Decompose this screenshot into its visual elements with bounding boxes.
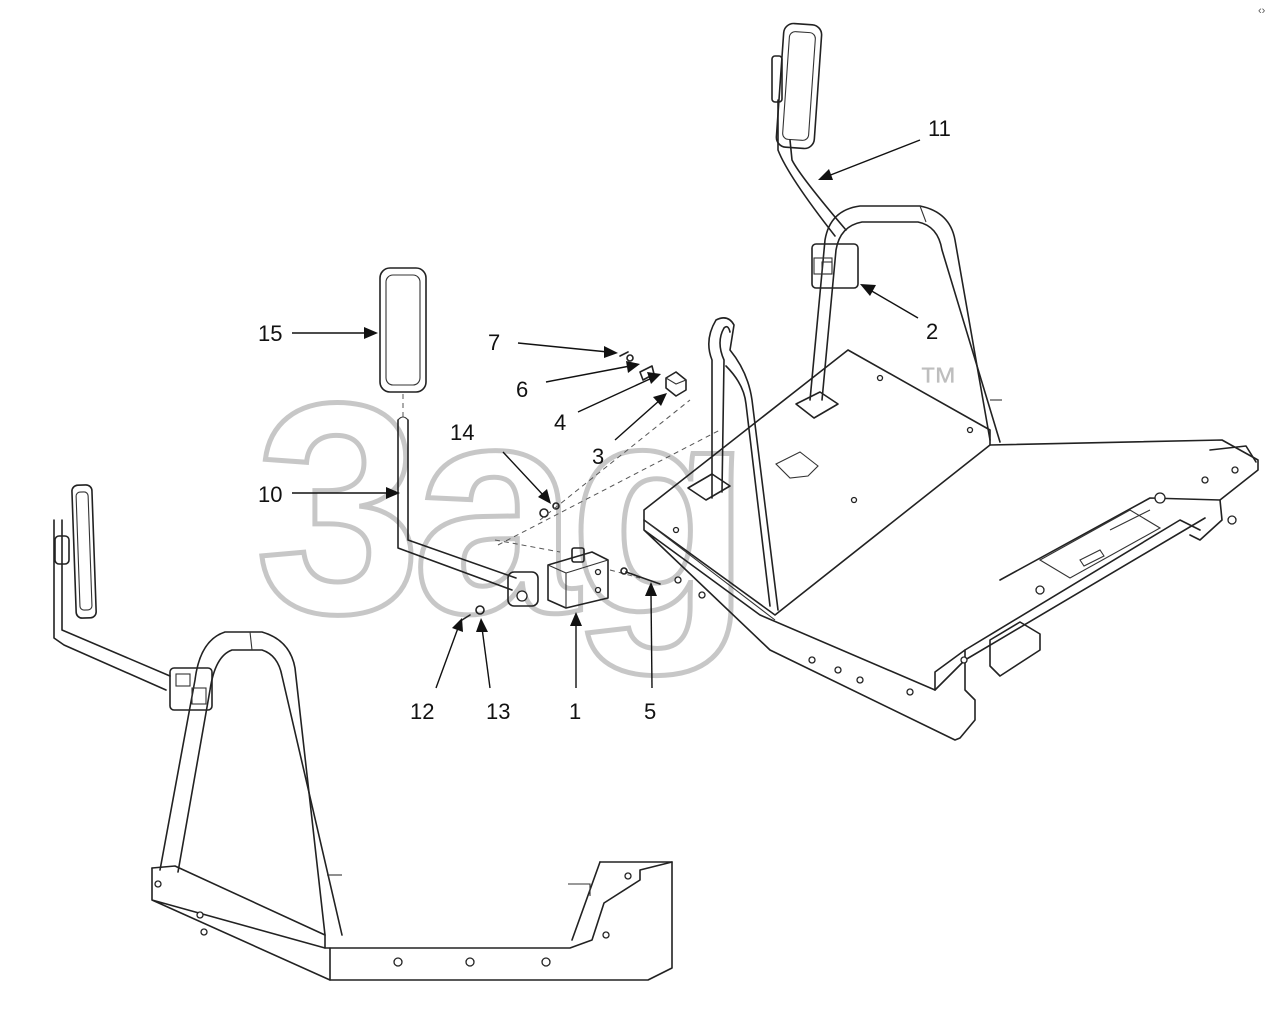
left-mirror-assembly — [53, 484, 213, 711]
callout-7: 7 — [488, 330, 500, 355]
callout-2: 2 — [926, 319, 938, 344]
left-frame — [151, 861, 673, 981]
leader-lines — [292, 139, 921, 689]
callout-5: 5 — [644, 699, 656, 724]
watermark-text: 3ag — [255, 340, 742, 678]
right-mirror — [771, 22, 847, 237]
callout-6: 6 — [516, 377, 528, 402]
bracket — [461, 502, 661, 621]
callout-15: 15 — [258, 321, 282, 346]
callout-13: 13 — [486, 699, 510, 724]
center-mirror — [379, 267, 427, 420]
watermark-trademark: ™ — [918, 360, 958, 404]
callout-1: 1 — [569, 699, 581, 724]
chassis-frame — [643, 439, 1259, 741]
corner-mark: ‹› — [1258, 5, 1266, 17]
right-rollbar — [809, 205, 1002, 443]
mirror-arm — [397, 416, 539, 607]
left-rollbar — [159, 631, 343, 936]
callout-labels: 15 10 7 6 4 3 14 12 13 1 5 2 11 — [258, 116, 951, 724]
callout-14: 14 — [450, 420, 474, 445]
callout-10: 10 — [258, 482, 282, 507]
watermark: 3ag ™ — [253, 338, 959, 681]
callout-12: 12 — [410, 699, 434, 724]
callout-4: 4 — [554, 410, 566, 435]
callout-3: 3 — [592, 444, 604, 469]
small-rail — [708, 317, 779, 611]
callout-11: 11 — [928, 116, 951, 141]
